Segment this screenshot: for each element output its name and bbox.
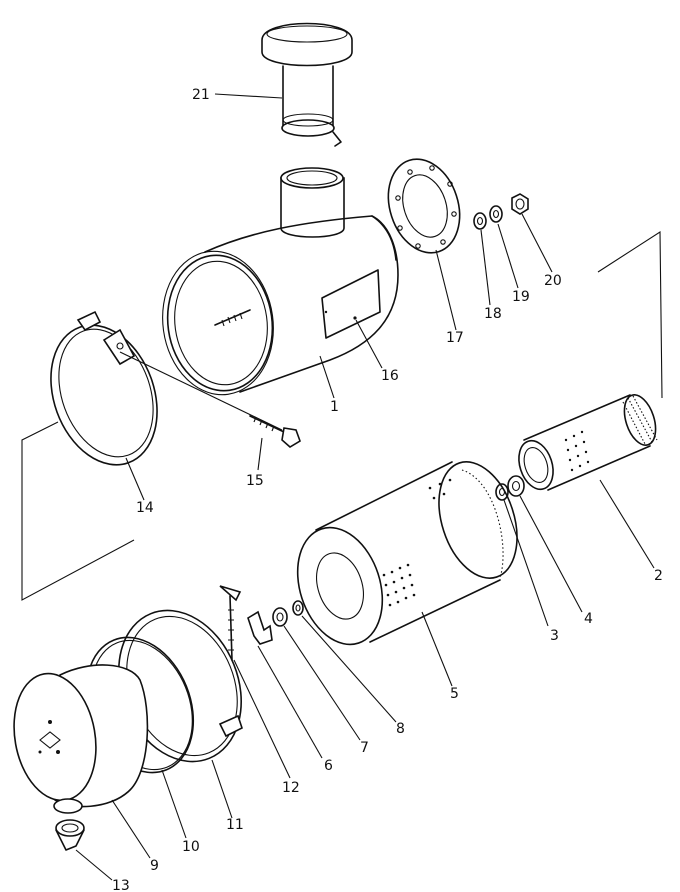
assembly-line-right xyxy=(597,230,663,399)
callout-8: 8 xyxy=(396,721,405,737)
assembly-line-left xyxy=(21,421,135,601)
callout-12: 12 xyxy=(282,780,300,796)
washer-8 xyxy=(292,600,304,616)
callout-10: 10 xyxy=(182,839,200,855)
wing-nut-6 xyxy=(247,610,273,645)
callout-20: 20 xyxy=(544,273,562,289)
bolt-15 xyxy=(249,415,301,448)
callout-5: 5 xyxy=(450,686,459,702)
nut-20 xyxy=(511,193,529,215)
dust-cover xyxy=(13,664,149,808)
washer-4 xyxy=(507,475,525,497)
callout-labels: 21 1 16 17 18 19 20 15 14 2 3 4 5 8 7 6 … xyxy=(112,87,663,892)
rod-12 xyxy=(219,585,242,661)
washer-19 xyxy=(489,205,503,223)
callout-7: 7 xyxy=(360,740,369,756)
callout-3: 3 xyxy=(550,628,559,644)
flange-gasket xyxy=(387,158,461,254)
callout-16: 16 xyxy=(381,368,399,384)
callout-17: 17 xyxy=(446,330,464,346)
washer-7 xyxy=(272,607,288,627)
callout-11: 11 xyxy=(226,817,244,833)
callout-19: 19 xyxy=(512,289,530,305)
callout-2: 2 xyxy=(654,568,663,584)
mounting-band xyxy=(50,310,158,466)
callout-21: 21 xyxy=(192,87,210,103)
leader-lines xyxy=(75,93,655,881)
precleaner-cap xyxy=(261,22,353,147)
evacuator-valve xyxy=(53,798,85,851)
outer-element xyxy=(296,461,518,646)
callout-9: 9 xyxy=(150,858,159,874)
callout-14: 14 xyxy=(136,500,154,516)
callout-15: 15 xyxy=(246,473,264,489)
callout-18: 18 xyxy=(484,306,502,322)
callout-6: 6 xyxy=(324,758,333,774)
callout-13: 13 xyxy=(112,878,130,892)
lock-washer-18 xyxy=(473,212,487,230)
washer-3 xyxy=(495,483,509,501)
air-cleaner-body xyxy=(162,167,399,396)
callout-4: 4 xyxy=(584,611,593,627)
safety-element xyxy=(518,394,658,491)
callout-1: 1 xyxy=(330,399,339,415)
